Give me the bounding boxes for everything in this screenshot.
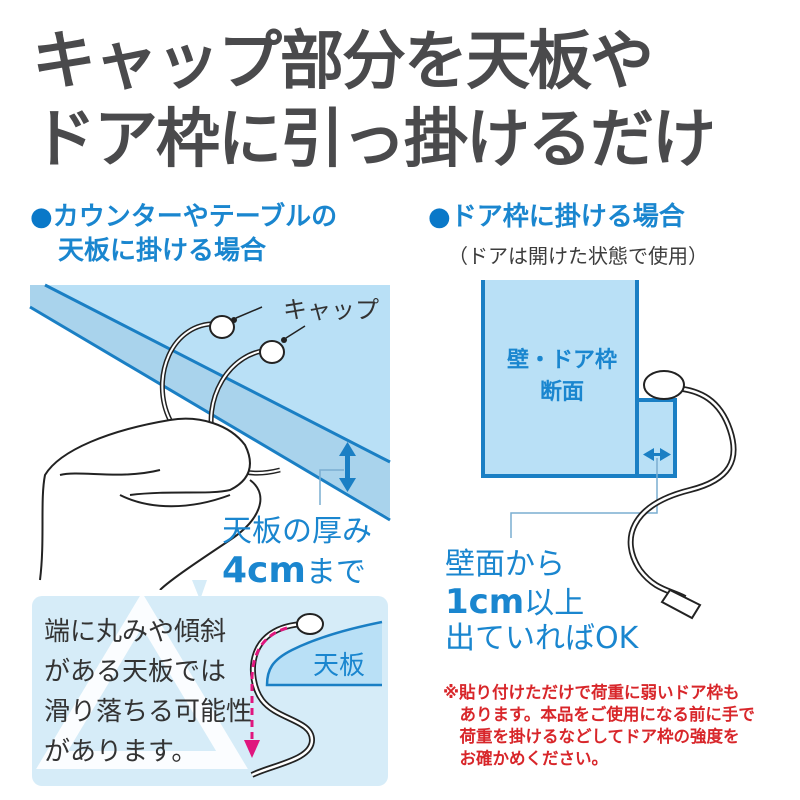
warning-triangle-icon bbox=[36, 580, 248, 769]
bullet-icon: ● bbox=[30, 202, 53, 232]
cap-icon bbox=[259, 340, 285, 364]
caution-note: ※貼り付けただけで荷重に弱いドア枠も あります。本品をご使用になる前に手で 荷重… bbox=[443, 683, 755, 768]
board-label: 天板 bbox=[313, 651, 366, 681]
wall-label: 壁・ドア枠 断面 bbox=[506, 348, 617, 405]
rounded-edge-illustration bbox=[244, 613, 383, 778]
width-arrow-icon bbox=[643, 448, 671, 461]
distance-label: 壁面から 1cm以上 出ていればOK bbox=[445, 547, 639, 656]
thickness-value: 4cmまで bbox=[222, 550, 366, 591]
slide-arrow-icon bbox=[250, 626, 288, 745]
door-frame-illustration bbox=[481, 280, 737, 620]
table-hook-illustration bbox=[29, 283, 391, 590]
cap-label: キャップ bbox=[283, 296, 379, 324]
warning-text: 端に丸みや傾斜 がある天板では 滑り落ちる可能性 があります。 bbox=[44, 617, 253, 767]
headline-line-1: キャップ部分を天板や bbox=[32, 25, 654, 99]
right-section-title: ●ドア枠に掛ける場合 bbox=[428, 202, 685, 232]
right-section-subtitle: （ドアは開けた状態で使用） bbox=[448, 244, 708, 268]
left-section-title: ●カウンターやテーブルの bbox=[30, 202, 338, 232]
left-section-title-2: 天板に掛ける場合 bbox=[58, 236, 267, 266]
thickness-arrow-icon bbox=[339, 442, 356, 492]
cap-icon bbox=[209, 315, 235, 339]
bullet-icon: ● bbox=[428, 202, 451, 232]
thickness-label: 天板の厚み bbox=[222, 514, 372, 549]
headline-line-2: ドア枠に引っ掛けるだけ bbox=[32, 103, 716, 177]
